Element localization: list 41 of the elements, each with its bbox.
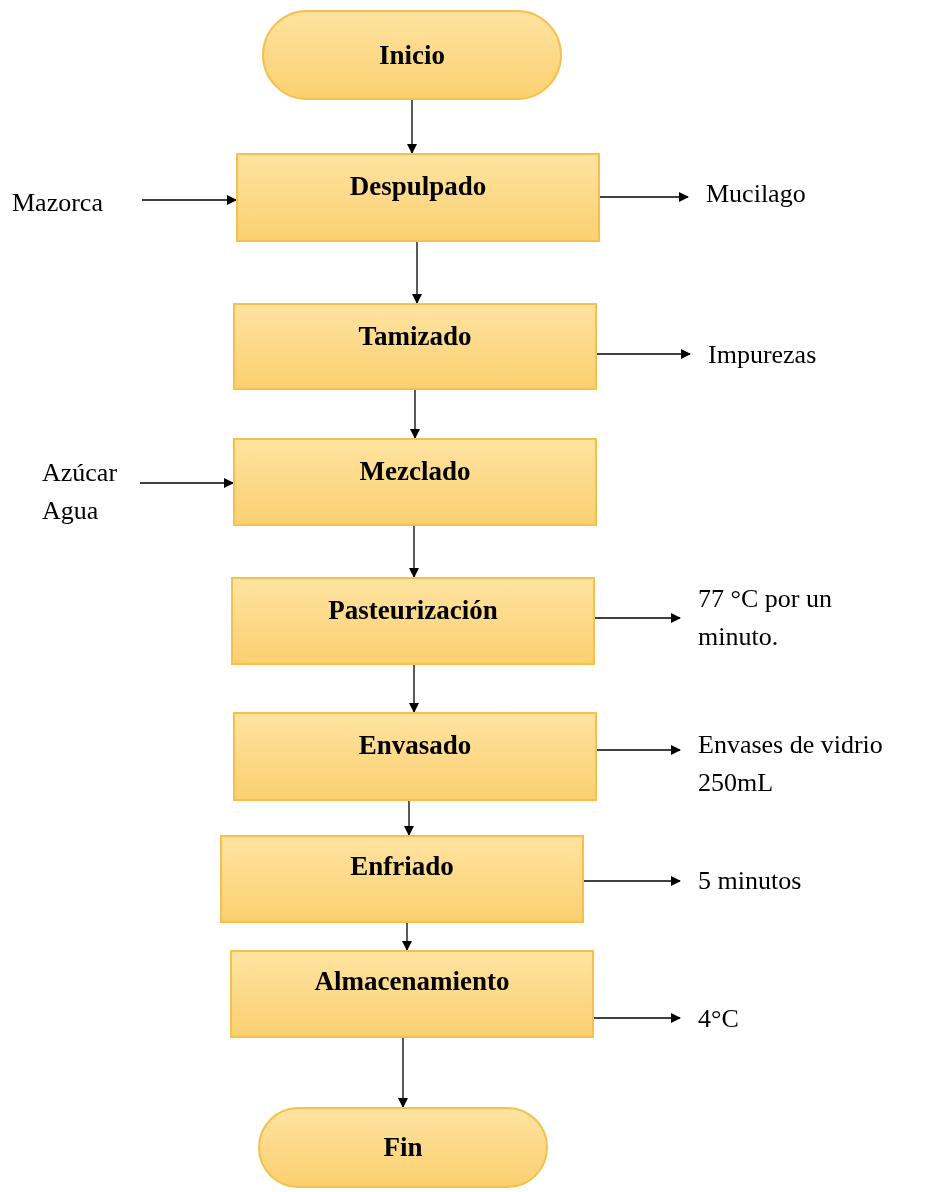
arrow [404, 800, 414, 836]
terminal-label: Fin [383, 1132, 423, 1163]
arrow [139, 478, 234, 488]
arrow [409, 525, 419, 578]
arrow [412, 241, 422, 304]
step-label: Pasteurización [327, 595, 499, 626]
step-label: Mezclado [358, 456, 472, 487]
process-box [230, 950, 594, 1038]
step-label: Almacenamiento [313, 966, 511, 997]
step-label: Enfriado [349, 851, 455, 882]
output-label: 5 minutos [698, 865, 803, 897]
arrow [583, 876, 681, 886]
step-label: Envasado [357, 730, 473, 761]
arrow [141, 195, 237, 205]
output-label: 77 °C por un minuto. [698, 583, 833, 653]
arrow [594, 613, 681, 623]
input-label: Mazorca [12, 187, 104, 219]
input-label: Agua [42, 495, 100, 527]
output-label: Envases de vidrio 250mL [698, 729, 884, 799]
step-label: Despulpado [348, 171, 488, 202]
arrow [596, 745, 681, 755]
process-box [236, 153, 600, 242]
arrow [596, 349, 691, 359]
arrow [599, 192, 689, 202]
arrow [410, 389, 420, 439]
input-label: Azúcar [42, 457, 119, 489]
arrow [407, 99, 417, 154]
arrow [409, 664, 419, 713]
process-box [231, 577, 595, 665]
output-label: Impurezas [708, 339, 818, 371]
arrow [402, 922, 412, 951]
output-label: 4°C [698, 1003, 740, 1035]
process-box [233, 438, 597, 526]
arrow [593, 1013, 681, 1023]
process-box [220, 835, 584, 923]
process-box [233, 303, 597, 390]
step-label: Tamizado [357, 321, 473, 352]
terminal-label: Inicio [379, 39, 445, 71]
process-box [233, 712, 597, 801]
arrow [398, 1037, 408, 1108]
output-label: Mucilago [706, 178, 807, 210]
